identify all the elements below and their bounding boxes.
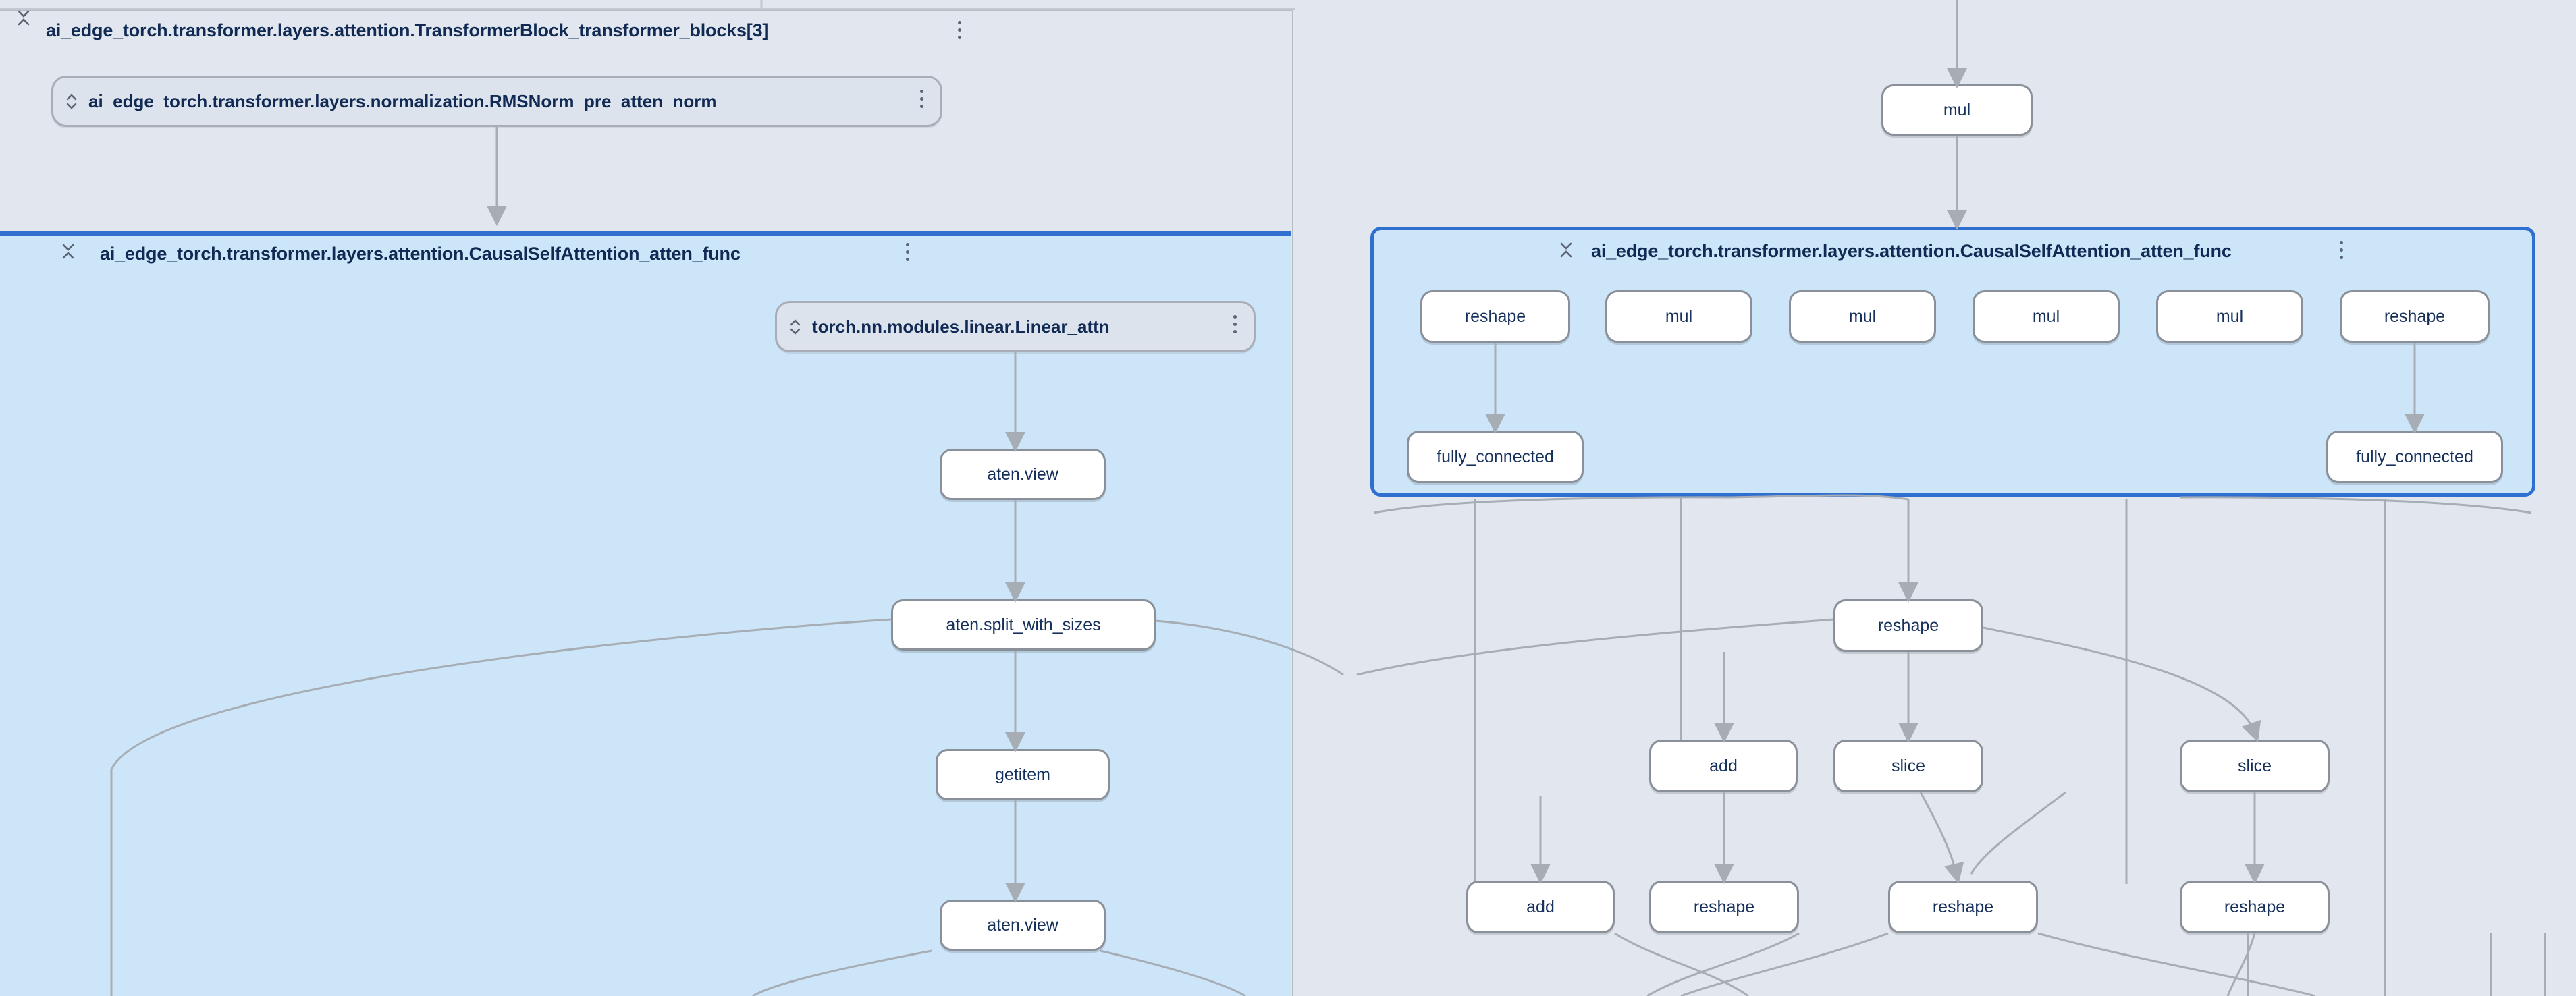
expand-chevrons-icon[interactable] [65, 88, 78, 114]
op-node[interactable]: aten.view [940, 449, 1106, 500]
collapse-chevrons-icon[interactable] [1557, 236, 1575, 263]
op-node[interactable]: mul [2156, 290, 2303, 343]
op-node[interactable]: fully_connected [1407, 431, 1584, 483]
kebab-menu-icon[interactable] [903, 243, 911, 266]
op-node[interactable]: reshape [2340, 290, 2490, 343]
op-node[interactable]: getitem [936, 749, 1110, 800]
left-attention-group-title: ai_edge_torch.transformer.layers.attenti… [100, 244, 741, 264]
op-node[interactable]: slice [1833, 740, 1983, 792]
op-node[interactable]: slice [2180, 740, 2330, 792]
op-node[interactable]: aten.view [940, 900, 1106, 951]
op-node[interactable]: mul [1605, 290, 1752, 343]
op-node[interactable]: reshape [1888, 881, 2038, 933]
module-pill-linear[interactable]: torch.nn.modules.linear.Linear_attn [775, 301, 1256, 352]
op-node[interactable]: add [1649, 740, 1798, 792]
left-group-title: ai_edge_torch.transformer.layers.attenti… [46, 20, 769, 40]
collapse-chevrons-icon[interactable] [15, 4, 32, 31]
module-pill-linear-label: torch.nn.modules.linear.Linear_attn [812, 316, 1110, 337]
module-pill-rmsnorm[interactable]: ai_edge_torch.transformer.layers.normali… [51, 76, 942, 127]
op-node[interactable]: add [1466, 881, 1615, 933]
op-node[interactable]: reshape [1420, 290, 1570, 343]
left-graph-panel[interactable] [0, 9, 1293, 996]
collapse-chevrons-icon[interactable] [59, 238, 77, 265]
op-node[interactable]: reshape [1833, 599, 1983, 652]
right-attention-group-title: ai_edge_torch.transformer.layers.attenti… [1591, 241, 2232, 261]
op-node[interactable]: mul [1789, 290, 1936, 343]
op-node[interactable]: aten.split_with_sizes [891, 599, 1156, 651]
op-node[interactable]: reshape [1649, 881, 1799, 933]
module-pill-rmsnorm-label: ai_edge_torch.transformer.layers.normali… [88, 90, 717, 111]
op-node[interactable]: mul [1973, 290, 2120, 343]
kebab-menu-icon[interactable] [917, 90, 925, 113]
kebab-menu-icon[interactable] [2337, 241, 2345, 264]
kebab-menu-icon[interactable] [1231, 315, 1239, 338]
expand-chevrons-icon[interactable] [789, 314, 801, 339]
panel-top-divider [0, 8, 1295, 10]
op-node[interactable]: mul [1881, 84, 2033, 136]
kebab-menu-icon[interactable] [955, 21, 963, 44]
op-node[interactable]: fully_connected [2326, 431, 2503, 483]
op-node[interactable]: reshape [2180, 881, 2330, 933]
